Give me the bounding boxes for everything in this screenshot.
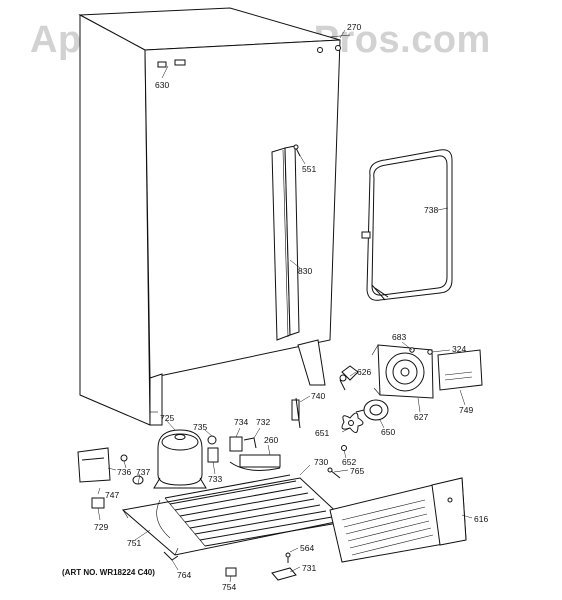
callout-270: 270 [347,22,361,32]
callout-650: 650 [381,427,395,437]
callout-734: 734 [234,417,248,427]
callout-733: 733 [208,474,222,484]
callout-729: 729 [94,522,108,532]
callout-630: 630 [155,80,169,90]
refrigerator-cabinet [78,7,351,426]
callout-736: 736 [117,467,131,477]
callout-260: 260 [264,435,278,445]
callout-683: 683 [392,332,406,342]
harness-260 [229,454,281,471]
callout-735: 735 [193,422,207,432]
small-parts-left [77,447,144,509]
callout-749: 749 [459,405,473,415]
condenser-coil-730 [156,474,339,547]
grille-cover-616 [329,477,467,563]
callout-764: 764 [177,570,191,580]
callout-551: 551 [302,164,316,174]
callout-626: 626 [357,367,371,377]
callout-731: 731 [302,563,316,573]
callout-labels: 270 630 551 738 830 683 324 626 749 627 … [94,22,488,592]
small-parts-652-765 [327,445,347,479]
leader-lines [97,29,473,583]
callout-732: 732 [256,417,270,427]
heater-loop-738 [361,149,453,301]
callout-737: 737 [136,467,150,477]
fan-bracket-626 [339,365,359,391]
callout-616: 616 [474,514,488,524]
callout-738: 738 [424,205,438,215]
compressor-725 [153,429,207,489]
callout-324: 324 [452,344,466,354]
panel-749 [437,349,483,391]
callout-765: 765 [350,466,364,476]
overload-734-732 [229,436,257,452]
relay-735-733 [207,435,219,463]
callout-652: 652 [342,457,356,467]
fan-shroud-627 [371,344,434,399]
callout-564: 564 [300,543,314,553]
fan-blade-651 [341,412,364,433]
art-number: (ART NO. WR18224 C40) [62,568,155,577]
callout-627: 627 [414,412,428,422]
callout-725: 725 [160,413,174,423]
callout-651: 651 [315,428,329,438]
fan-motor-650 [355,399,389,421]
callout-730: 730 [314,457,328,467]
callout-740: 740 [311,391,325,401]
clip-740 [291,397,301,429]
callout-830: 830 [298,266,312,276]
callout-747: 747 [105,490,119,500]
channel-strip-830 [271,145,300,341]
callout-751: 751 [127,538,141,548]
callout-754: 754 [222,582,236,592]
